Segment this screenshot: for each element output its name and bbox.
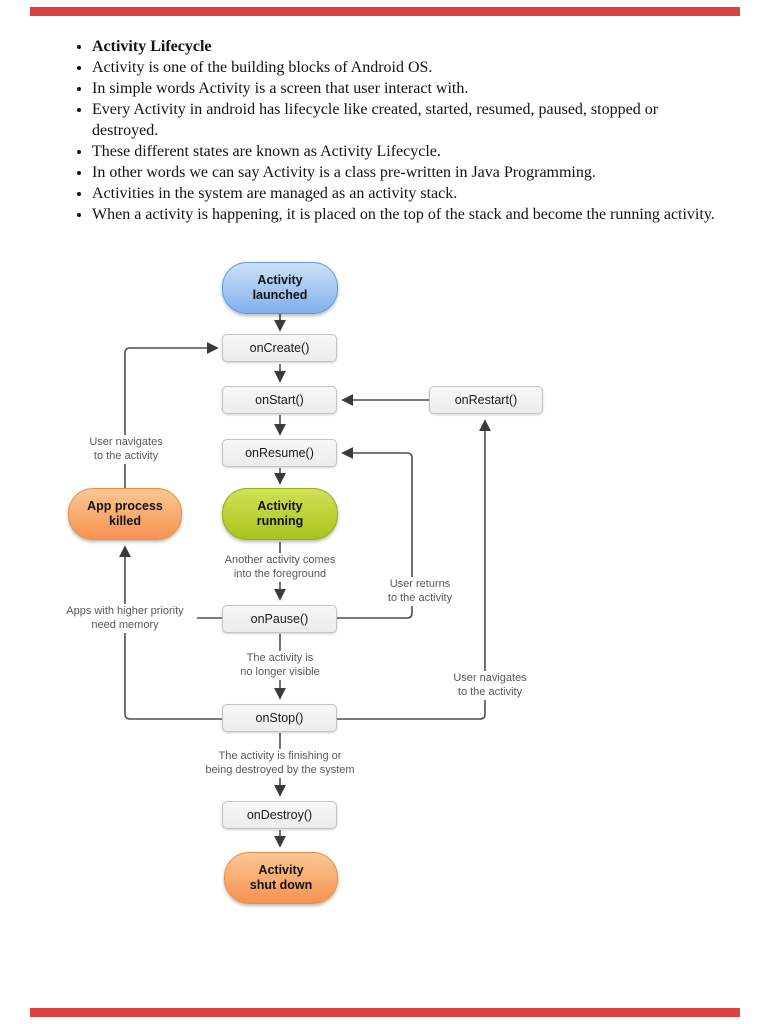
- node-ondestroy: onDestroy(): [222, 801, 337, 829]
- node-onrestart: onRestart(): [429, 386, 543, 414]
- label-user-navigates-right: User navigates to the activity: [440, 671, 540, 700]
- bullet-item: Every Activity in android has lifecycle …: [92, 99, 719, 141]
- bullet-item: In other words we can say Activity is a …: [92, 162, 719, 183]
- bullet-item: These different states are known as Acti…: [92, 141, 719, 162]
- bullet-item: Activities in the system are managed as …: [92, 183, 719, 204]
- node-onstart: onStart(): [222, 386, 337, 414]
- bullet-item: Activity Lifecycle: [92, 36, 719, 57]
- page-break-bar-bottom: [30, 1008, 740, 1017]
- bullet-list: Activity LifecycleActivity is one of the…: [92, 36, 719, 225]
- bullet-item: In simple words Activity is a screen tha…: [92, 78, 719, 99]
- node-onstop: onStop(): [222, 704, 337, 732]
- node-onpause: onPause(): [222, 605, 337, 633]
- label-no-longer-visible: The activity is no longer visible: [220, 651, 340, 680]
- node-oncreate: onCreate(): [222, 334, 337, 362]
- node-activity-launched: Activity launched: [222, 262, 338, 314]
- bullet-item: When a activity is happening, it is plac…: [92, 204, 719, 225]
- label-user-navigates-left: User navigates to the activity: [76, 435, 176, 464]
- node-app-process-killed: App process killed: [68, 488, 182, 540]
- label-another-activity-foreground: Another activity comes into the foregrou…: [210, 553, 350, 582]
- bullet-item: Activity is one of the building blocks o…: [92, 57, 719, 78]
- label-apps-higher-priority: Apps with higher priority need memory: [53, 604, 197, 633]
- label-activity-finishing: The activity is finishing or being destr…: [195, 749, 365, 778]
- node-onresume: onResume(): [222, 439, 337, 467]
- node-activity-running: Activity running: [222, 488, 338, 540]
- page-break-bar-top: [30, 7, 740, 16]
- node-activity-shut-down: Activity shut down: [224, 852, 338, 904]
- label-user-returns: User returns to the activity: [370, 577, 470, 606]
